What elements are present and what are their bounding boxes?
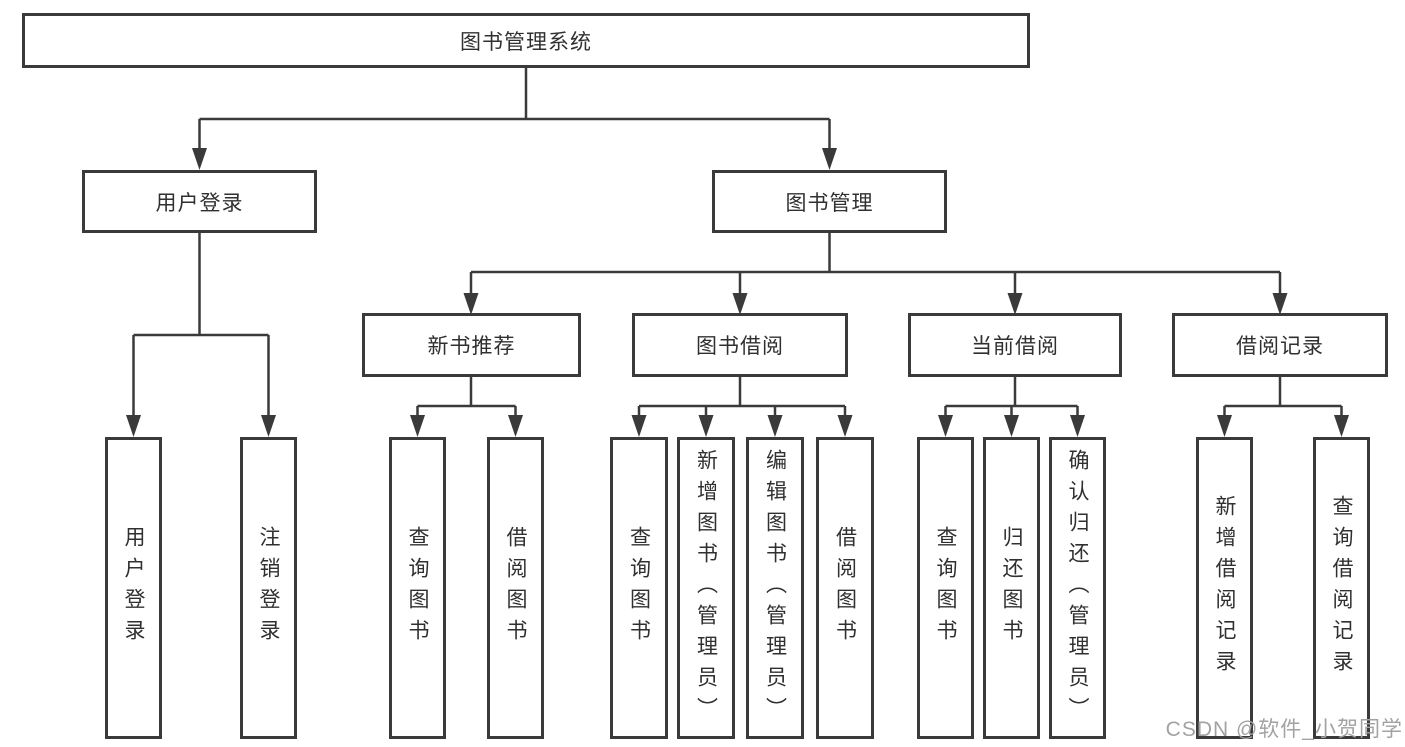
arrowhead: [1272, 293, 1288, 315]
arrowhead: [261, 415, 276, 437]
leaf-query-books-borrow: 查询图书: [610, 437, 668, 739]
node-borrow-record-label: 借阅记录: [1236, 335, 1324, 358]
node-user-login-label: 用户登录: [155, 191, 244, 215]
arrowhead: [192, 148, 207, 170]
arrowhead: [410, 415, 425, 437]
leaf-add-book-admin-label: 新增图书（管理员）: [694, 448, 718, 728]
node-root: 图书管理系统: [22, 13, 1030, 68]
connector-current-borrow-children: [944, 377, 1079, 417]
arrowhead: [837, 415, 853, 437]
leaf-query-books-recommend: 查询图书: [389, 437, 446, 739]
connector-book-borrow-children: [637, 377, 847, 417]
arrowhead: [822, 148, 837, 170]
node-new-book-recommend-label: 新书推荐: [427, 335, 516, 358]
node-book-borrow-label: 图书借阅: [696, 335, 784, 358]
node-current-borrow: 当前借阅: [908, 313, 1122, 377]
leaf-user-login-label: 用户登录: [122, 526, 146, 650]
leaf-borrow-books-recommend: 借阅图书: [487, 437, 544, 739]
node-book-management: 图书管理: [712, 170, 947, 233]
connector-root-to-level2: [198, 68, 831, 150]
leaf-borrow-books-label: 借阅图书: [833, 526, 857, 650]
leaf-edit-book-admin-label: 编辑图书（管理员）: [763, 448, 787, 728]
arrowhead: [1004, 415, 1019, 437]
node-borrow-record: 借阅记录: [1172, 313, 1388, 377]
arrowhead: [732, 293, 748, 315]
node-user-login: 用户登录: [82, 170, 317, 233]
connector-user-login-children: [132, 233, 270, 417]
connector-borrow-record-children: [1223, 377, 1343, 417]
leaf-add-borrow-record: 新增借阅记录: [1196, 437, 1253, 739]
arrowhead: [1007, 293, 1023, 315]
connector-book-mgmt-sections: [469, 233, 1282, 295]
leaf-add-book-admin: 新增图书（管理员）: [677, 437, 735, 739]
leaf-borrow-books-recommend-label: 借阅图书: [504, 526, 528, 650]
leaf-edit-book-admin: 编辑图书（管理员）: [746, 437, 804, 739]
leaf-query-books-recommend-label: 查询图书: [406, 526, 430, 650]
leaf-query-books-current-label: 查询图书: [934, 526, 958, 650]
arrowhead: [767, 415, 783, 437]
leaf-logout: 注销登录: [240, 437, 297, 739]
leaf-user-login: 用户登录: [105, 437, 162, 739]
leaf-query-borrow-record: 查询借阅记录: [1313, 437, 1370, 739]
arrowhead: [1334, 415, 1349, 437]
csdn-watermark: CSDN @软件_小贺同学: [1165, 718, 1403, 741]
leaf-confirm-return-admin: 确认归还（管理员）: [1049, 437, 1106, 739]
node-book-management-label: 图书管理: [785, 191, 874, 215]
node-current-borrow-label: 当前借阅: [971, 335, 1059, 358]
arrowhead: [938, 415, 953, 437]
leaf-logout-label: 注销登录: [257, 526, 281, 650]
arrowhead: [1070, 415, 1085, 437]
leaf-return-book-label: 归还图书: [1000, 526, 1024, 650]
arrowhead: [126, 415, 141, 437]
leaf-borrow-books: 借阅图书: [816, 437, 874, 739]
leaf-add-borrow-record-label: 新增借阅记录: [1213, 495, 1237, 681]
arrowhead: [1217, 415, 1232, 437]
arrowhead: [698, 415, 714, 437]
arrowhead: [631, 415, 647, 437]
connector-new-book-children: [416, 377, 517, 417]
leaf-query-borrow-record-label: 查询借阅记录: [1330, 495, 1354, 681]
leaf-confirm-return-admin-label: 确认归还（管理员）: [1066, 448, 1090, 728]
node-book-borrow: 图书借阅: [632, 313, 848, 377]
leaf-query-books-borrow-label: 查询图书: [627, 526, 651, 650]
arrowhead: [463, 293, 479, 315]
leaf-return-book: 归还图书: [983, 437, 1040, 739]
node-new-book-recommend: 新书推荐: [362, 313, 581, 377]
arrowhead: [508, 415, 523, 437]
node-root-label: 图书管理系统: [460, 30, 592, 54]
leaf-query-books-current: 查询图书: [917, 437, 974, 739]
